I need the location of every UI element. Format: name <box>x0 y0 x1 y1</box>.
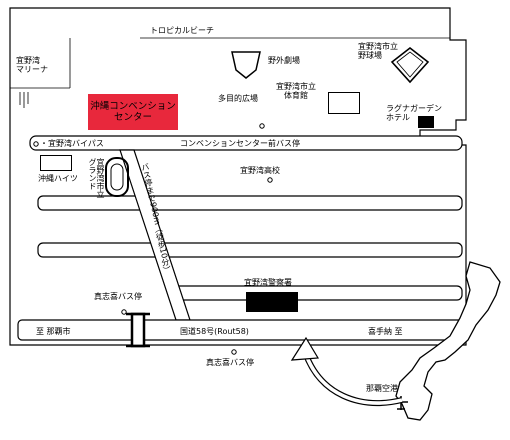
city-ground-track <box>105 157 129 197</box>
convention-center: 沖縄コンベンション センター <box>88 94 178 130</box>
label-mashiki-bus-stop-bottom: 真志喜バス停 <box>206 358 254 367</box>
open-air-theater-shape <box>231 51 261 79</box>
label-to-naha: 至 那覇市 <box>36 327 71 336</box>
bridge <box>130 312 146 348</box>
label-open-air-theater: 野外劇場 <box>268 56 300 65</box>
label-mashiki-bus-stop-top: 真志喜バス停 <box>94 292 142 301</box>
label-city-ground: 宜野湾市立 グランド <box>88 158 105 198</box>
laguna-garden-hotel-building <box>418 116 434 128</box>
police-station-building <box>246 292 298 312</box>
road-3 <box>37 242 463 258</box>
label-high-school: 宜野湾高校 <box>240 166 280 175</box>
label-convention-bus-stop: コンベンションセンター前バス停 <box>180 139 300 148</box>
road-4 <box>169 285 463 301</box>
okinawa-heights-building <box>40 155 72 171</box>
route-arrow-head <box>290 336 320 361</box>
label-multipurpose-plaza: 多目的広場 <box>218 94 258 103</box>
label-route58: 国道58号(Rout58) <box>180 327 249 336</box>
label-baseball-stadium: 宜野湾市立 野球場 <box>358 42 398 60</box>
label-police-station: 宜野湾警察署 <box>244 278 292 287</box>
gymnasium-building <box>328 92 360 114</box>
label-naha-airport: 那覇空港 <box>366 384 398 393</box>
label-bypass: ・宜野湾バイパス <box>40 139 104 148</box>
okinawa-island-outline <box>395 261 501 421</box>
map-boundary <box>9 7 467 346</box>
baseball-stadium-shape <box>390 46 430 84</box>
label-to-ginowan: 喜手納 至 <box>368 327 403 336</box>
label-gymnasium: 宜野湾市立 体育館 <box>276 82 316 100</box>
label-tropical-beach: トロピカルビーチ <box>150 26 214 35</box>
marina-hatching <box>19 92 29 108</box>
label-marina: 宜野湾 マリーナ <box>16 56 48 74</box>
label-okinawa-heights: 沖縄ハイツ <box>38 174 78 183</box>
bypass-road <box>29 135 463 151</box>
bus-stop-markers <box>33 123 273 355</box>
label-laguna-garden-hotel: ラグナガーデン ホテル <box>386 104 442 122</box>
